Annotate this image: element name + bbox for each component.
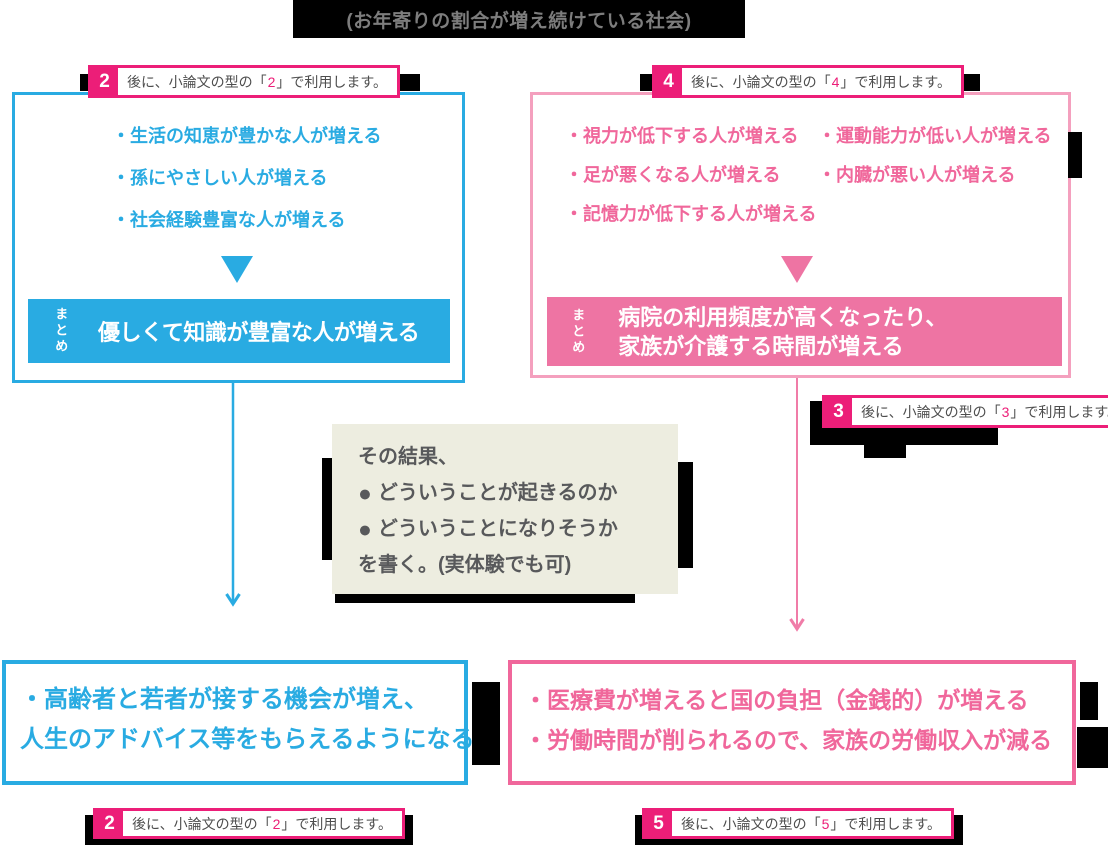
list-item: ・社会経験豊富な人が増える — [112, 210, 346, 230]
topic-banner-text: (お年寄りの割合が増え続けている社会) — [346, 10, 692, 32]
outcome-line: 人生のアドバイス等をもらえるようになる — [20, 726, 475, 753]
bullet-dot-icon: ● — [358, 480, 372, 506]
list-item: ・孫にやさしい人が増える — [112, 168, 328, 188]
list-item: ・記憶力が低下する人が増える — [565, 204, 817, 224]
list-item: ・視力が低下する人が増える — [565, 126, 799, 146]
tag-number-badge: 4 — [655, 68, 682, 95]
flow-arrow-blue-icon — [225, 383, 241, 607]
shadow-bar-note-bottom — [335, 593, 635, 603]
matome-vertical-label: まとめ — [53, 307, 69, 355]
tag-label: 後に、小論文の型の「2」で利用します。 — [127, 73, 387, 90]
note-line: ●どういうことが起きるのか — [358, 480, 618, 506]
list-item: ・生活の知恵が豊かな人が増える — [112, 126, 382, 146]
tag-number-badge: 2 — [96, 811, 123, 836]
shadow-bar-tag3-stub — [864, 443, 906, 458]
tag-label: 後に、小論文の型の「5」で利用します。 — [681, 815, 941, 832]
list-item: ・内臓が悪い人が増える — [818, 165, 1016, 185]
shadow-bar-bottom-right-box-1 — [1080, 682, 1098, 720]
summary-bar-pink: まとめ 病院の利用頻度が高くなったり、 家族が介護する時間が増える — [547, 297, 1062, 366]
usage-tag-bottom-left: 2 後に、小論文の型の「2」で利用します。 — [93, 808, 405, 839]
positive-bullet-list: ・生活の知恵が豊かな人が増える ・孫にやさしい人が増える ・社会経験豊富な人が増… — [112, 115, 381, 241]
list-item: ・運動能力が低い人が増える — [818, 126, 1052, 146]
matome-vertical-label: まとめ — [570, 307, 586, 356]
outcome-line: ・医療費が増えると国の負担（金銭的）が増える — [524, 687, 1029, 713]
usage-tag-top-left: 2 後に、小論文の型の「2」で利用します。 — [88, 65, 400, 98]
shadow-bar-bottom-right-box-2 — [1077, 727, 1108, 768]
bullet-dot-icon: ● — [358, 516, 372, 542]
tag-number-badge: 3 — [825, 398, 852, 425]
note-line: を書く。(実体験でも可) — [358, 554, 572, 576]
note-line: ●どういうことになりそうか — [358, 516, 618, 542]
shadow-bar-tag3-left — [810, 401, 824, 429]
negative-bullet-list-col2: ・運動能力が低い人が増える ・内臓が悪い人が増える — [818, 117, 1051, 195]
down-triangle-pink-icon — [781, 256, 813, 283]
tag-number-badge: 5 — [645, 811, 672, 836]
shadow-bar-pink-box-right — [1068, 132, 1082, 178]
shadow-bar-bottom-left-box — [472, 682, 500, 765]
tag-label: 後に、小論文の型の「3」で利用します。 — [861, 403, 1108, 420]
positive-outcome-box: ・高齢者と若者が接する機会が増え、 人生のアドバイス等をもらえるようになる — [2, 660, 475, 785]
usage-tag-top-right: 4 後に、小論文の型の「4」で利用します。 — [652, 65, 964, 98]
usage-tag-mid-right: 3 後に、小論文の型の「3」で利用します。 — [822, 395, 1108, 428]
down-triangle-blue-icon — [221, 256, 253, 283]
topic-banner: (お年寄りの割合が増え続けている社会) — [293, 0, 745, 38]
usage-tag-bottom-right: 5 後に、小論文の型の「5」で利用します。 — [642, 808, 954, 839]
list-item: ・足が悪くなる人が増える — [565, 165, 781, 185]
outcome-line: ・労働時間が削られるので、家族の労働収入が減る — [524, 727, 1053, 753]
tag-number-badge: 2 — [91, 68, 118, 95]
shadow-bar-tag3-bottom — [810, 428, 998, 445]
note-line: その結果、 — [358, 446, 458, 468]
flow-arrow-pink-icon — [789, 378, 805, 632]
negative-outcome-box: ・医療費が増えると国の負担（金銭的）が増える ・労働時間が削られるので、家族の労… — [508, 660, 1076, 785]
summary-text: 優しくて知識が豊富な人が増える — [98, 320, 420, 345]
tag-label: 後に、小論文の型の「4」で利用します。 — [691, 73, 951, 90]
summary-text: 病院の利用頻度が高くなったり、 家族が介護する時間が増える — [618, 304, 948, 359]
summary-bar-blue: まとめ 優しくて知識が豊富な人が増える — [28, 299, 450, 363]
negative-bullet-list-col1: ・視力が低下する人が増える ・足が悪くなる人が増える ・記憶力が低下する人が増え… — [565, 117, 816, 234]
result-instruction-note: その結果、 ●どういうことが起きるのか ●どういうことになりそうか を書く。(実… — [332, 424, 678, 594]
shadow-bar-note-left — [322, 458, 333, 560]
tag-label: 後に、小論文の型の「2」で利用します。 — [132, 815, 392, 832]
shadow-bar-note-right — [677, 462, 693, 568]
outcome-line: ・高齢者と若者が接する機会が増え、 — [20, 686, 428, 713]
